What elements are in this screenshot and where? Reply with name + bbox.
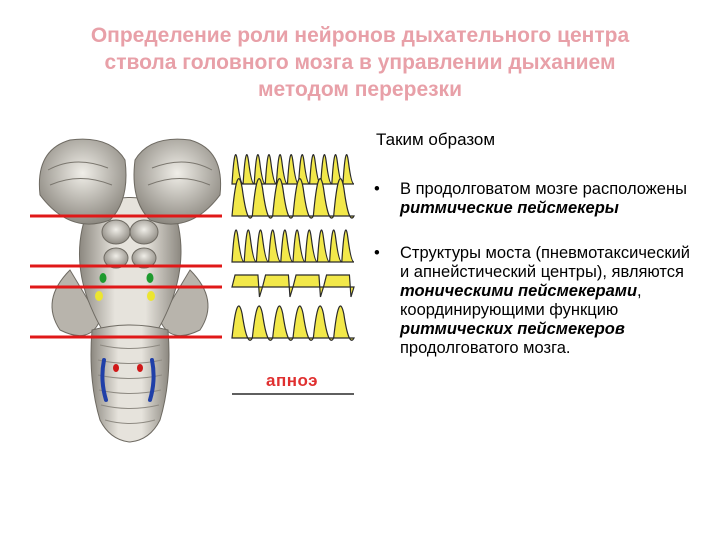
bullet-text: продолговатого мозга.	[400, 339, 571, 357]
bullet-item-pons: • Структуры моста (пневмотаксический и а…	[370, 244, 690, 358]
nucleus-red-left	[113, 364, 119, 372]
conclusion-bullet-list: • В продолговатом мозге расположены ритм…	[370, 180, 690, 358]
respiration-trace-1	[232, 155, 354, 184]
right-hemisphere	[134, 139, 221, 224]
nucleus-yellow-left	[95, 291, 103, 301]
bullet-text: Структуры моста (пневмотаксический и апн…	[400, 244, 690, 281]
bullet-emphasis: тоническими пейсмекерами	[400, 282, 637, 300]
colliculus-right-upper	[130, 220, 158, 244]
apnea-label: апноэ	[266, 371, 318, 391]
conclusion-heading: Таким образом	[376, 130, 495, 150]
nucleus-green-left	[100, 273, 107, 283]
nucleus-red-right	[137, 364, 143, 372]
respiration-traces	[232, 155, 354, 341]
bullet-text: В продолговатом мозге расположены	[400, 180, 687, 198]
title-line-3: методом перерезки	[20, 76, 700, 103]
bullet-emphasis: ритмические пейсмекеры	[400, 199, 619, 217]
colliculus-left-upper	[102, 220, 130, 244]
brainstem-transection-figure	[0, 130, 365, 450]
brainstem-illustration	[39, 139, 220, 442]
bullet-emphasis: ритмических пейсмекеров	[400, 320, 625, 338]
nucleus-green-right	[147, 273, 154, 283]
slide-title: Определение роли нейронов дыхательного ц…	[20, 22, 700, 103]
bullet-marker: •	[374, 244, 380, 263]
bullet-item-medulla: • В продолговатом мозге расположены ритм…	[370, 180, 690, 218]
respiration-trace-5	[232, 306, 354, 340]
title-line-2: ствола головного мозга в управлении дыха…	[20, 49, 700, 76]
left-hemisphere	[39, 139, 126, 224]
nucleus-yellow-right	[147, 291, 155, 301]
respiration-trace-3	[232, 230, 354, 262]
title-line-1: Определение роли нейронов дыхательного ц…	[20, 22, 700, 49]
respiration-trace-4	[232, 275, 354, 297]
bullet-marker: •	[374, 180, 380, 199]
